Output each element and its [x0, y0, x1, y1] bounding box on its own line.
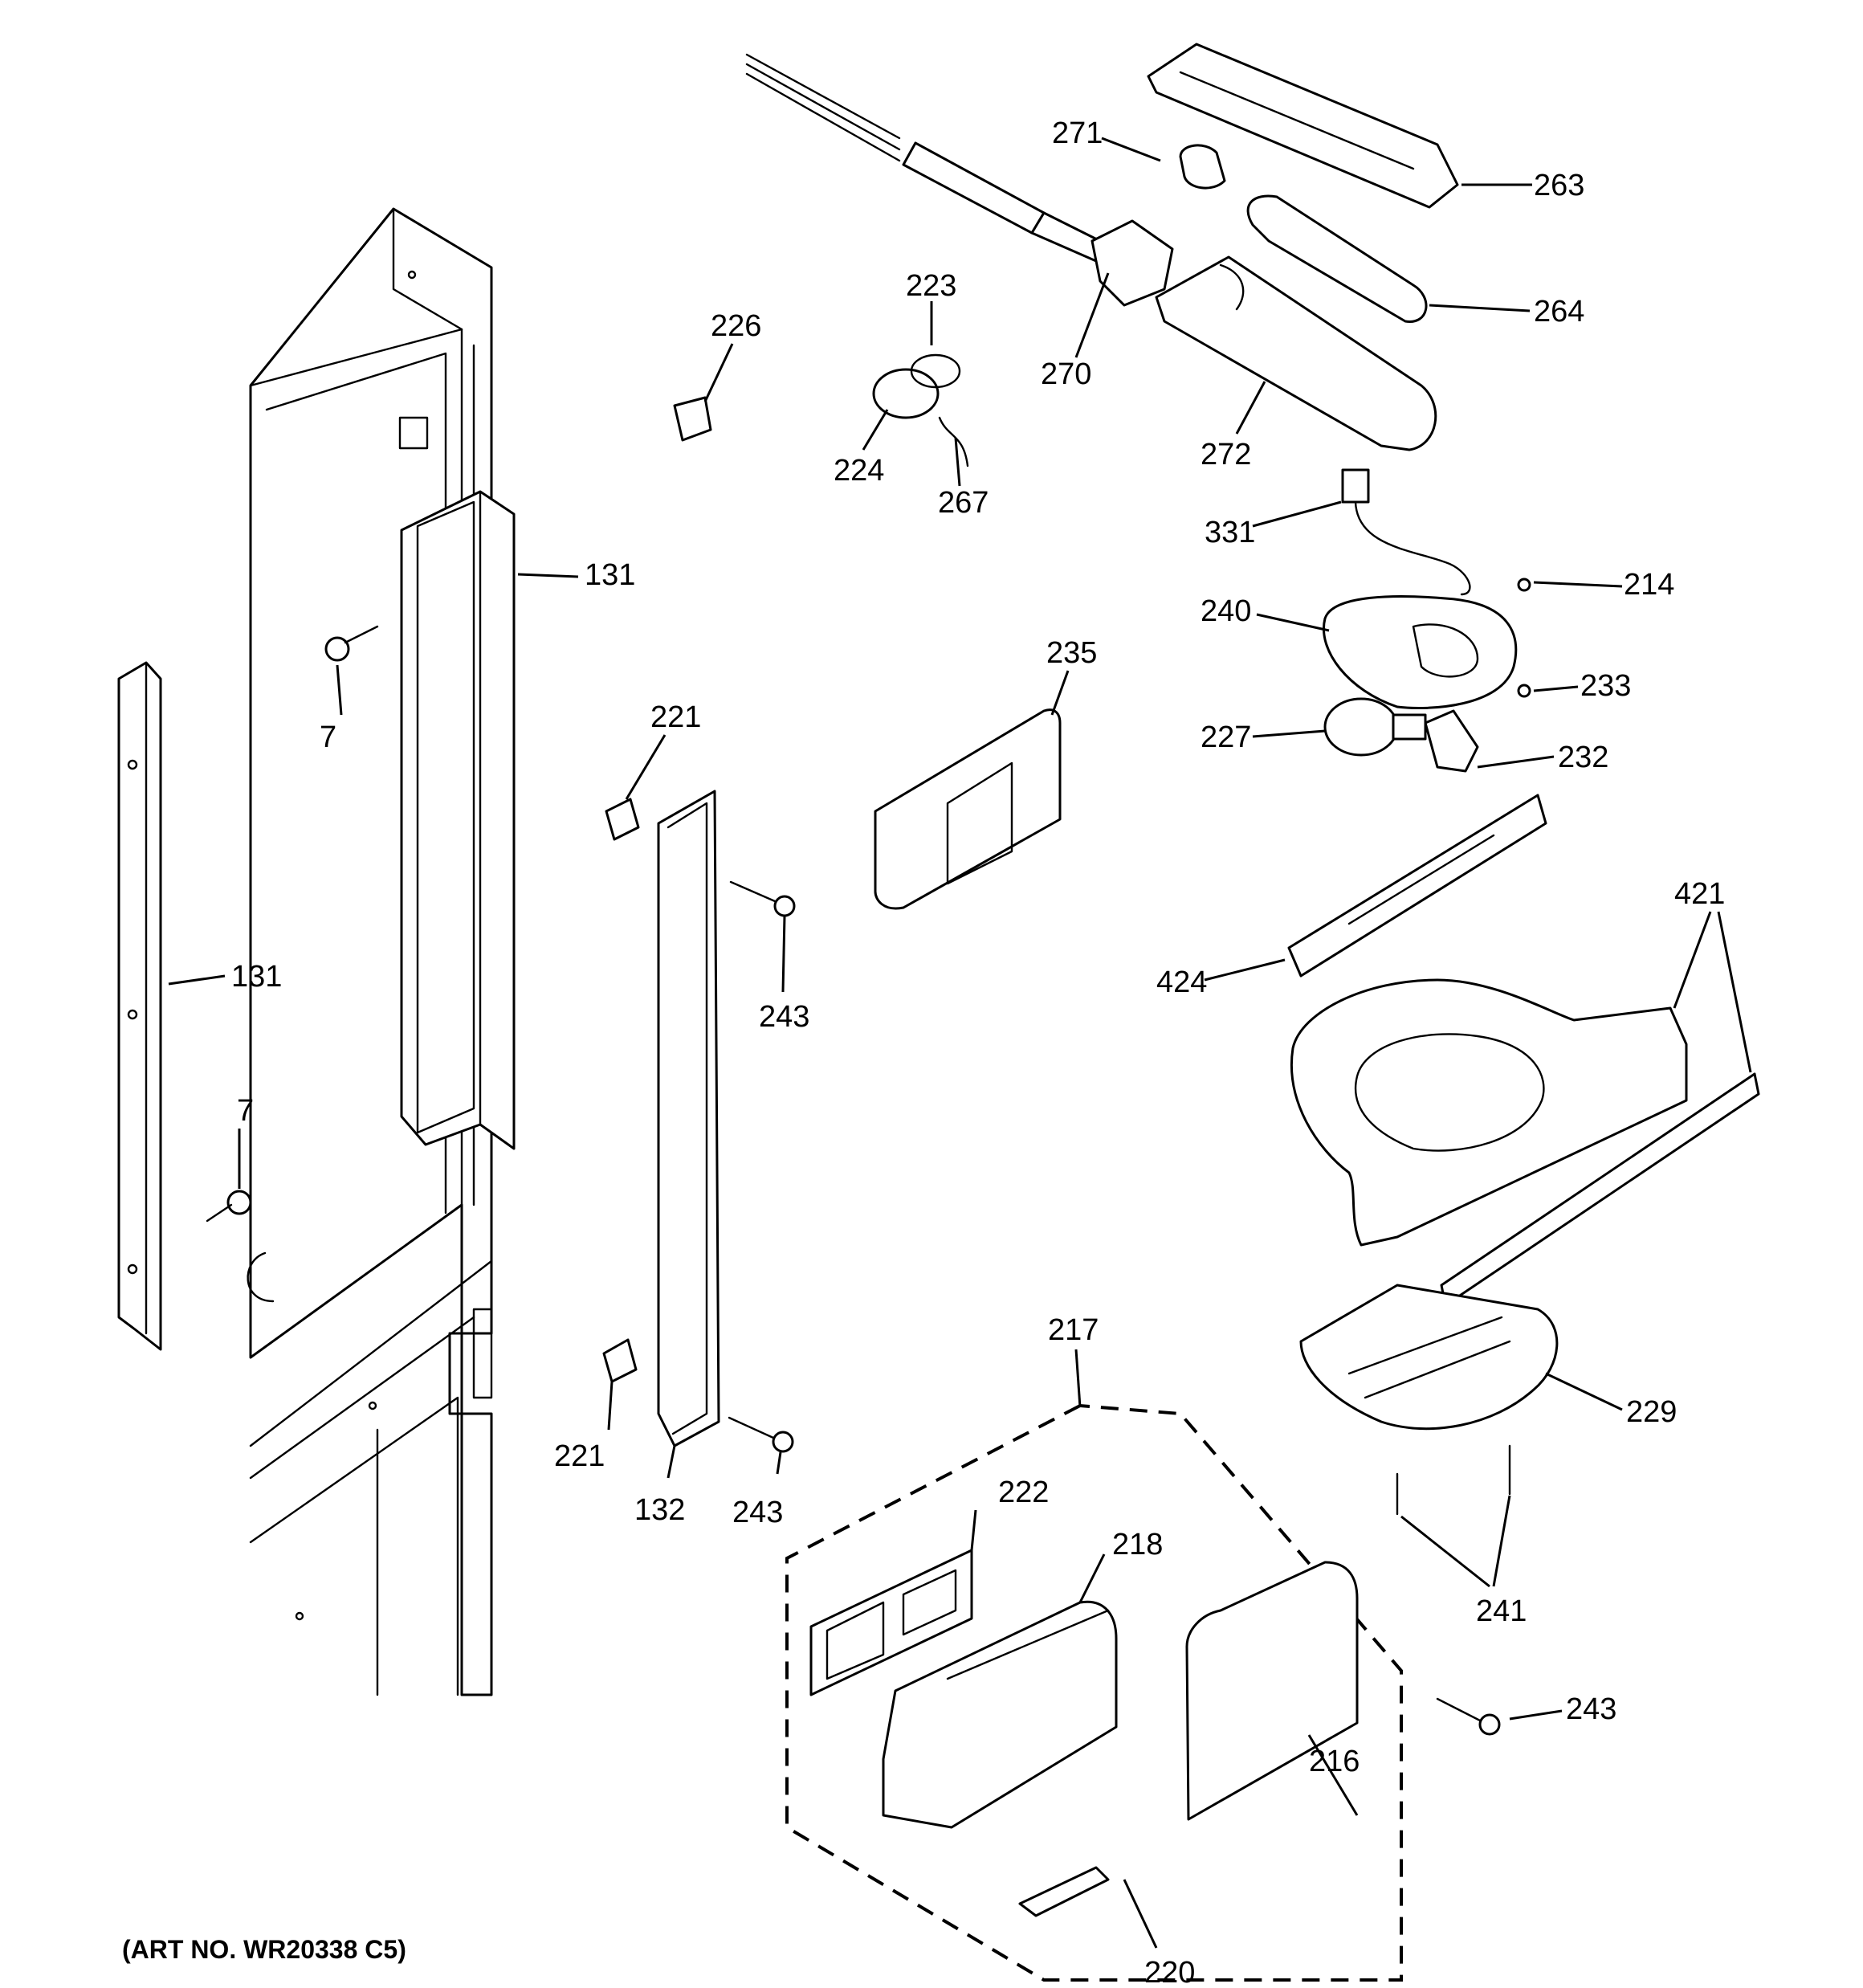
part-216-cover: [1185, 1561, 1359, 1821]
part-131-lower: [117, 661, 162, 1351]
part-272-filter-housing: [1155, 255, 1437, 451]
callout-223: 223: [906, 269, 956, 303]
callout-235: 235: [1046, 636, 1097, 670]
part-220-seal: [1018, 1866, 1110, 1917]
callout-222: 222: [998, 1476, 1049, 1509]
part-240-light-shield: [1323, 595, 1518, 709]
callout-217: 217: [1048, 1313, 1099, 1347]
callout-272: 272: [1201, 438, 1251, 471]
callout-241: 241: [1476, 1594, 1527, 1628]
screw-7-upper: [324, 625, 379, 662]
part-232-socket: [1424, 709, 1479, 773]
part-235-vent-cover: [874, 708, 1062, 910]
callout-240: 240: [1201, 594, 1251, 628]
callout-271: 271: [1052, 116, 1103, 150]
callout-227: 227: [1201, 720, 1251, 754]
callout-424: 424: [1156, 965, 1207, 999]
part-264-filter-cartridge: [1246, 194, 1428, 323]
screw-7-lower: [206, 1190, 252, 1223]
part-214-nut: [1517, 578, 1531, 592]
part-132-rail: [657, 790, 720, 1447]
part-233-screw: [1517, 684, 1531, 698]
part-218-cover: [882, 1600, 1118, 1829]
callout-131-lower: 131: [231, 960, 282, 994]
callout-labels: 271 263 264 223 226 270 272 224 267 331 …: [231, 116, 1725, 1988]
callout-226: 226: [711, 309, 761, 343]
callout-264: 264: [1534, 295, 1584, 329]
callout-229: 229: [1626, 1395, 1677, 1429]
kit-217-outline: [785, 1403, 1403, 1982]
callout-270: 270: [1041, 357, 1091, 391]
callout-331: 331: [1205, 516, 1255, 549]
callout-216: 216: [1309, 1745, 1360, 1778]
callout-132: 132: [634, 1493, 685, 1527]
callout-7-upper: 7: [320, 720, 336, 754]
callout-267: 267: [938, 486, 989, 520]
leader-lines: [168, 137, 1752, 1949]
part-263-filter-cover: [1147, 43, 1459, 209]
clip-221-lower: [602, 1338, 638, 1383]
callout-421: 421: [1674, 877, 1725, 911]
part-424-control-board: [1287, 794, 1547, 978]
callout-243-right: 243: [1566, 1692, 1616, 1726]
callout-263: 263: [1534, 169, 1584, 202]
callout-7-lower: 7: [237, 1094, 254, 1128]
part-421-housing: [1290, 978, 1688, 1247]
art-number: (ART NO. WR20338 C5): [122, 1935, 406, 1964]
callout-220: 220: [1144, 1956, 1195, 1988]
callout-221-lower: 221: [554, 1439, 605, 1473]
callout-243-upper: 243: [759, 1000, 809, 1034]
part-222-gasket: [809, 1549, 973, 1696]
part-270-head: [1090, 219, 1174, 307]
screw-243-upper: [729, 880, 796, 917]
callout-243-lower: 243: [732, 1496, 783, 1529]
part-229-grille: [1299, 1284, 1559, 1431]
callout-214: 214: [1624, 568, 1674, 602]
part-271-cap: [1179, 144, 1226, 190]
callout-131-upper: 131: [585, 558, 635, 592]
clip-221-upper: [605, 798, 640, 841]
screw-243-lower: [728, 1416, 794, 1453]
callout-232: 232: [1558, 741, 1608, 774]
screw-243-right: [1436, 1697, 1501, 1736]
part-226-switch: [673, 396, 712, 442]
callout-218: 218: [1112, 1528, 1163, 1561]
part-224-223-sensor: [872, 353, 969, 467]
callout-221-upper: 221: [650, 700, 701, 734]
part-227-bulb: [1323, 697, 1427, 757]
part-241-screws: [1396, 1444, 1511, 1516]
part-131-upper: [400, 490, 516, 1150]
callout-224: 224: [834, 454, 884, 488]
water-tube: [745, 53, 1110, 263]
part-331-harness: [1341, 468, 1471, 596]
callout-233: 233: [1580, 669, 1631, 703]
